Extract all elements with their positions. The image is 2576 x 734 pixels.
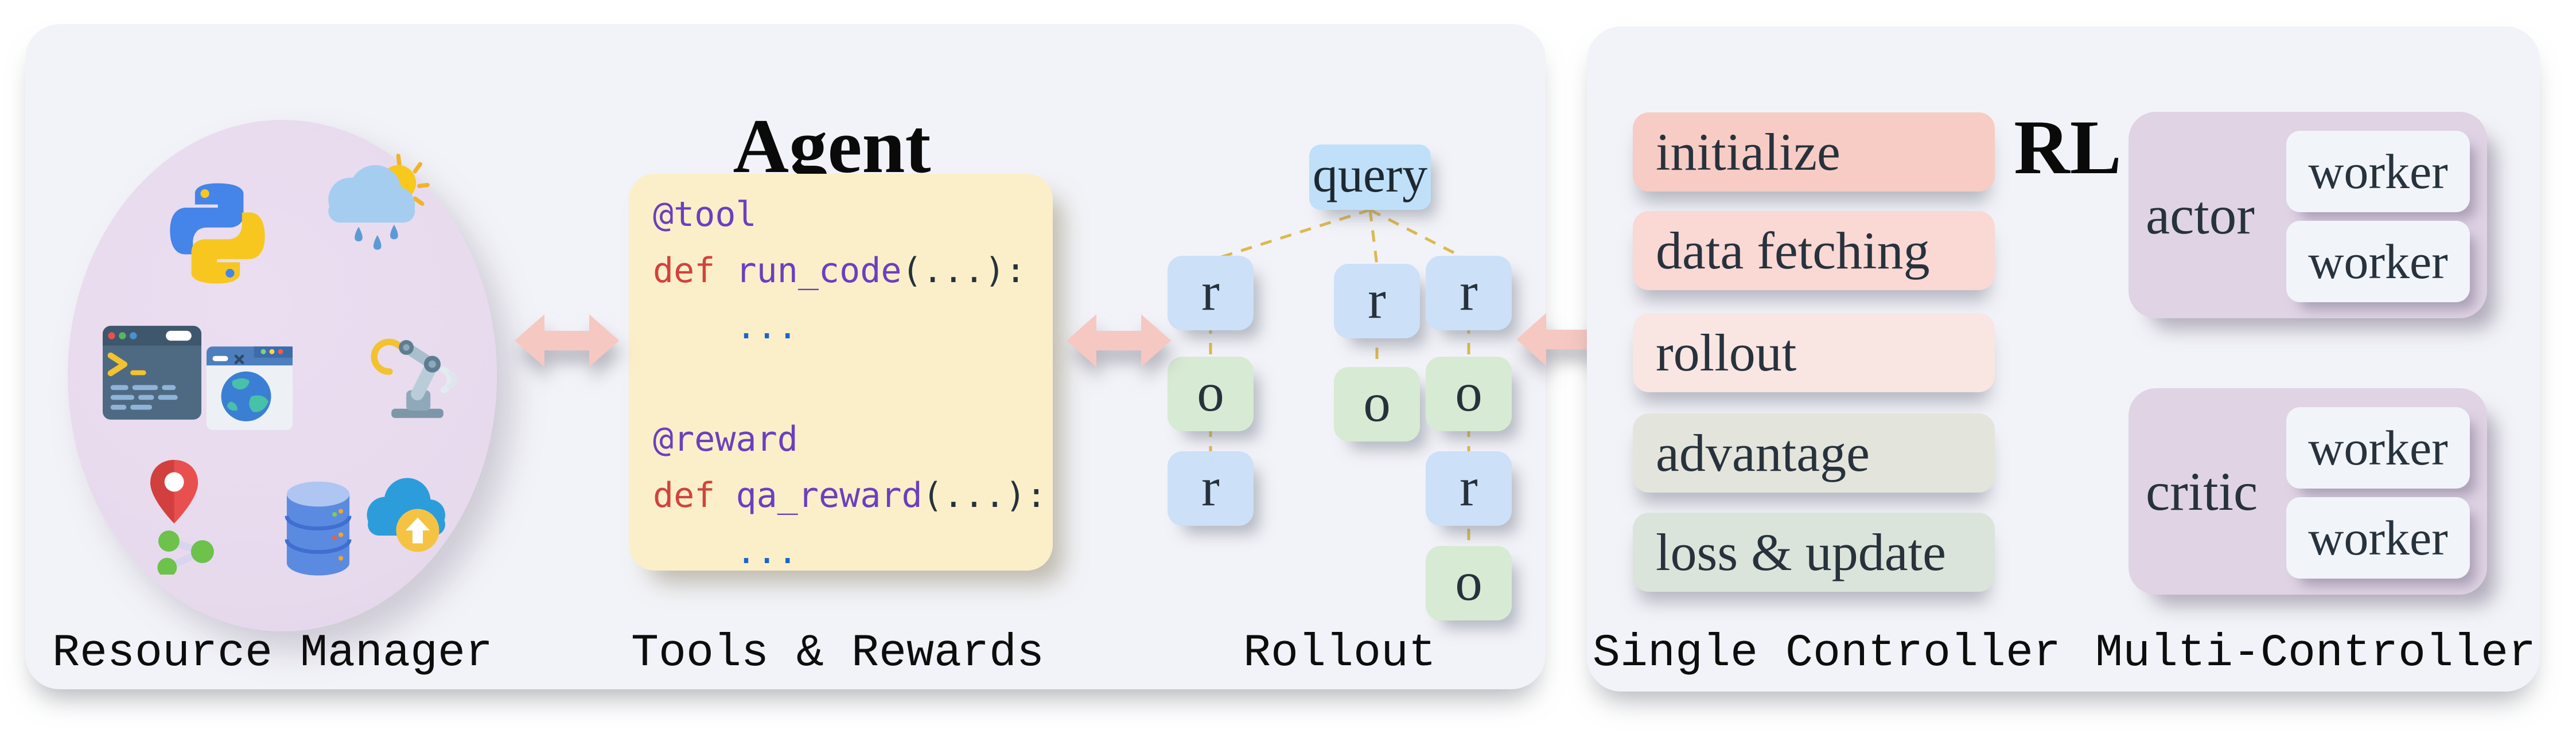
tree-node-o: o (1426, 357, 1512, 431)
actor-group: actor worker worker (2128, 112, 2487, 318)
code-line: def qa_reward(...): (653, 467, 1053, 524)
single-controller-label: Single Controller (1592, 627, 2061, 680)
terminal-icon (103, 326, 201, 420)
code-line: @reward (653, 411, 1053, 467)
code-token: ... (653, 307, 798, 347)
step-initialize: initialize (1633, 112, 1995, 192)
worker-box: worker (2286, 221, 2470, 302)
cloud-upload-icon (367, 478, 445, 552)
code-line: @tool (653, 186, 1053, 243)
query-node: query (1309, 145, 1431, 210)
map-pin-network-icon (150, 460, 214, 575)
critic-label: critic (2146, 461, 2258, 522)
database-icon (285, 481, 352, 576)
worker-box: worker (2286, 131, 2470, 212)
code-line: ... (653, 299, 1053, 355)
code-token: (...): (901, 251, 1026, 291)
critic-group: critic worker worker (2128, 388, 2487, 595)
tree-node-r: r (1334, 264, 1420, 338)
code-token: def (653, 475, 736, 516)
tree-node-r: r (1168, 451, 1254, 526)
weather-rain-sun-icon (328, 154, 430, 250)
multi-controller-label: Multi-Controller (2095, 627, 2536, 680)
step-data-fetching: data fetching (1633, 211, 1995, 290)
code-line (653, 355, 1053, 411)
tree-node-r: r (1426, 256, 1512, 330)
resource-manager-label: Resource Manager (52, 627, 493, 680)
bidirectional-arrow-icon (515, 314, 619, 367)
tree-node-o: o (1426, 546, 1512, 620)
tree-node-r: r (1168, 256, 1254, 330)
code-token: ... (653, 532, 798, 572)
tree-node-o: o (1168, 357, 1254, 431)
code-line: ... (653, 524, 1053, 580)
code-token: (...): (922, 475, 1047, 516)
rl-panel: RL initialize data fetching rollout adva… (1587, 26, 2540, 692)
tools-rewards-label: Tools & Rewards (631, 627, 1045, 680)
step-rollout: rollout (1633, 313, 1995, 392)
browser-globe-icon (207, 346, 293, 430)
resource-manager-circle (68, 120, 497, 631)
robot-arm-icon (371, 338, 457, 418)
worker-box: worker (2286, 497, 2470, 579)
code-token: run_code (736, 251, 902, 291)
actor-label: actor (2146, 185, 2255, 245)
rollout-label: Rollout (1243, 627, 1437, 680)
worker-box: worker (2286, 407, 2470, 489)
code-token: qa_reward (736, 475, 923, 516)
code-line: def run_code(...): (653, 243, 1053, 299)
code-token: @reward (653, 419, 798, 459)
code-token: @tool (653, 194, 757, 235)
rl-title: RL (2014, 105, 2122, 191)
code-token: def (653, 251, 736, 291)
python-icon (170, 183, 265, 284)
bidirectional-arrow-icon (1067, 314, 1171, 367)
step-loss-update: loss & update (1633, 513, 1995, 592)
step-advantage: advantage (1633, 413, 1995, 493)
tree-node-r: r (1426, 451, 1512, 526)
agent-panel: Agent (25, 24, 1546, 689)
tree-node-o: o (1334, 367, 1420, 442)
